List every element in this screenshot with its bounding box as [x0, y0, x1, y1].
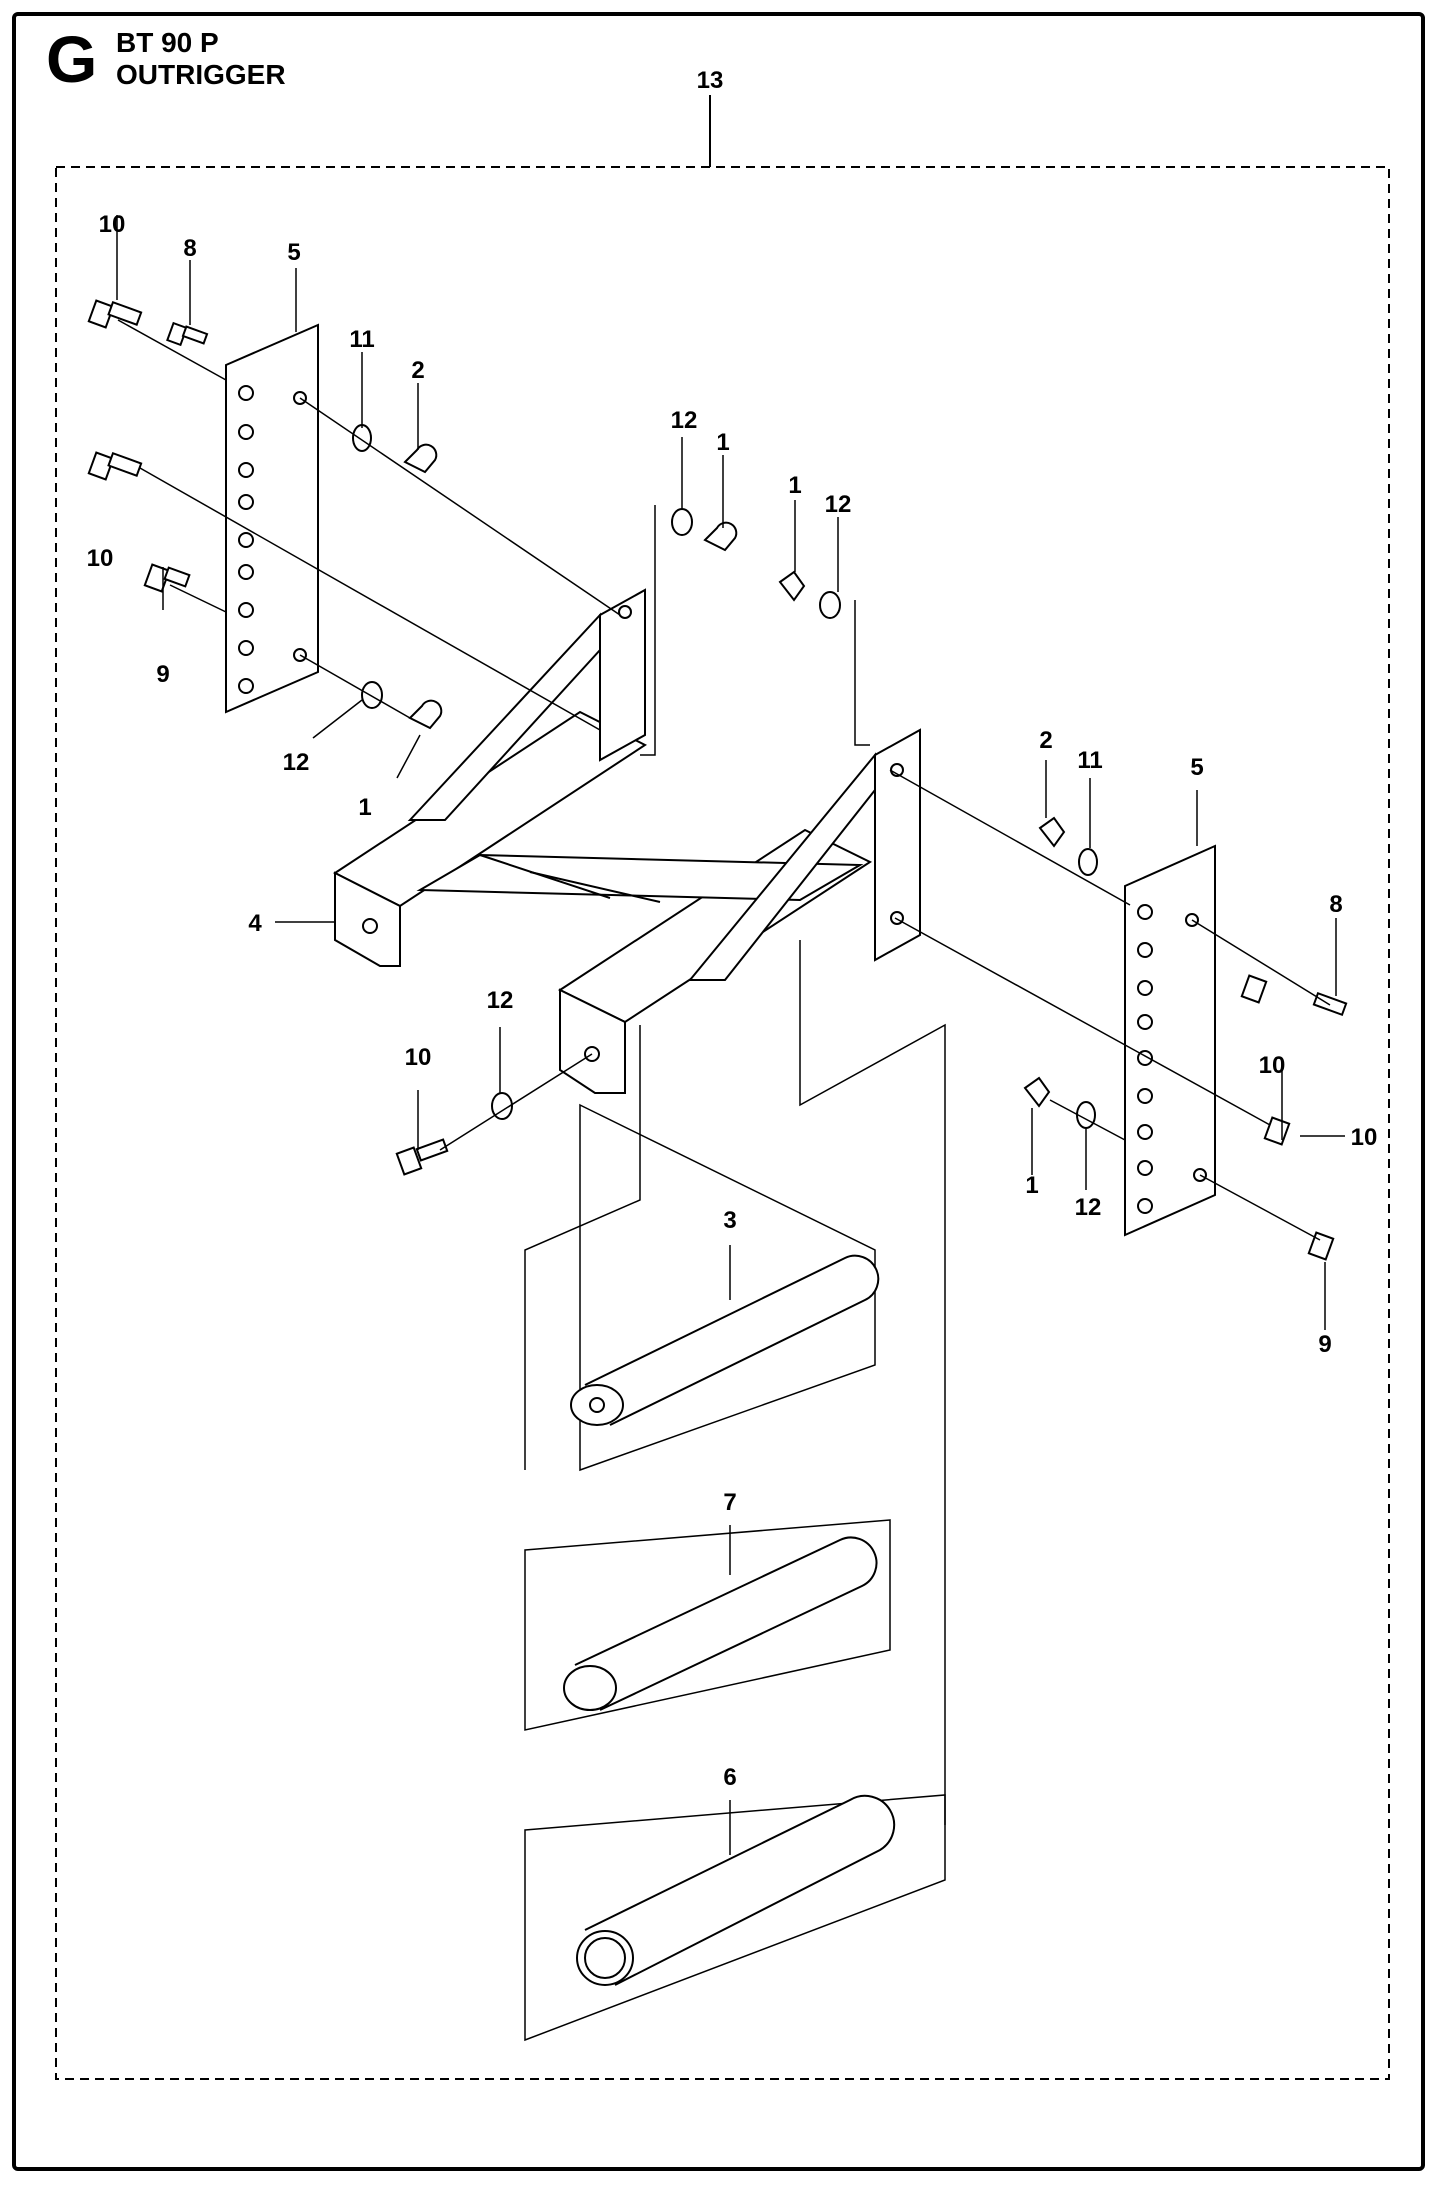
section-title: OUTRIGGER [116, 59, 286, 90]
callout-3: 3 [723, 1207, 736, 1234]
callout-10: 10 [87, 545, 114, 572]
callout-6: 6 [723, 1764, 736, 1791]
callout-12: 12 [1075, 1194, 1102, 1221]
callout-labels: 13 10 8 5 11 2 12 1 1 12 10 9 12 1 4 2 1… [87, 67, 1378, 1791]
callout-1: 1 [358, 794, 371, 821]
callout-2: 2 [411, 357, 424, 384]
callout-12: 12 [487, 987, 514, 1014]
callout-9: 9 [156, 661, 169, 688]
callout-10: 10 [405, 1044, 432, 1071]
callout-12: 12 [283, 749, 310, 776]
callout-7: 7 [723, 1489, 736, 1516]
callout-10: 10 [99, 211, 126, 238]
callout-11: 11 [349, 326, 374, 353]
callout-10: 10 [1259, 1052, 1286, 1079]
callout-5: 5 [287, 239, 300, 266]
section-letter: G [46, 22, 98, 96]
callout-4: 4 [248, 910, 262, 937]
callout-10: 10 [1351, 1124, 1378, 1151]
left-mounting-plate [225, 323, 319, 714]
page-frame [12, 12, 1425, 2171]
leader-lines [116, 215, 1345, 1855]
callout-1: 1 [788, 472, 801, 499]
callout-13: 13 [697, 67, 724, 94]
sleeve-6 [524, 1794, 946, 2042]
callout-1: 1 [716, 429, 729, 456]
callout-2: 2 [1039, 727, 1052, 754]
assembly-boundary [55, 166, 1390, 2080]
callout-12: 12 [825, 491, 852, 518]
sleeve-7 [524, 1519, 891, 1731]
callout-8: 8 [1329, 891, 1342, 918]
callout-1: 1 [1025, 1172, 1038, 1199]
callout-9: 9 [1318, 1331, 1331, 1358]
outrigger-frame [333, 588, 921, 1094]
callout-11: 11 [1077, 747, 1102, 774]
right-mounting-plate [1124, 844, 1216, 1237]
callout-8: 8 [183, 235, 196, 262]
sleeve-3 [570, 1103, 880, 1472]
callout-12: 12 [671, 407, 698, 434]
callout-5: 5 [1190, 754, 1203, 781]
model-name: BT 90 P [116, 27, 219, 58]
